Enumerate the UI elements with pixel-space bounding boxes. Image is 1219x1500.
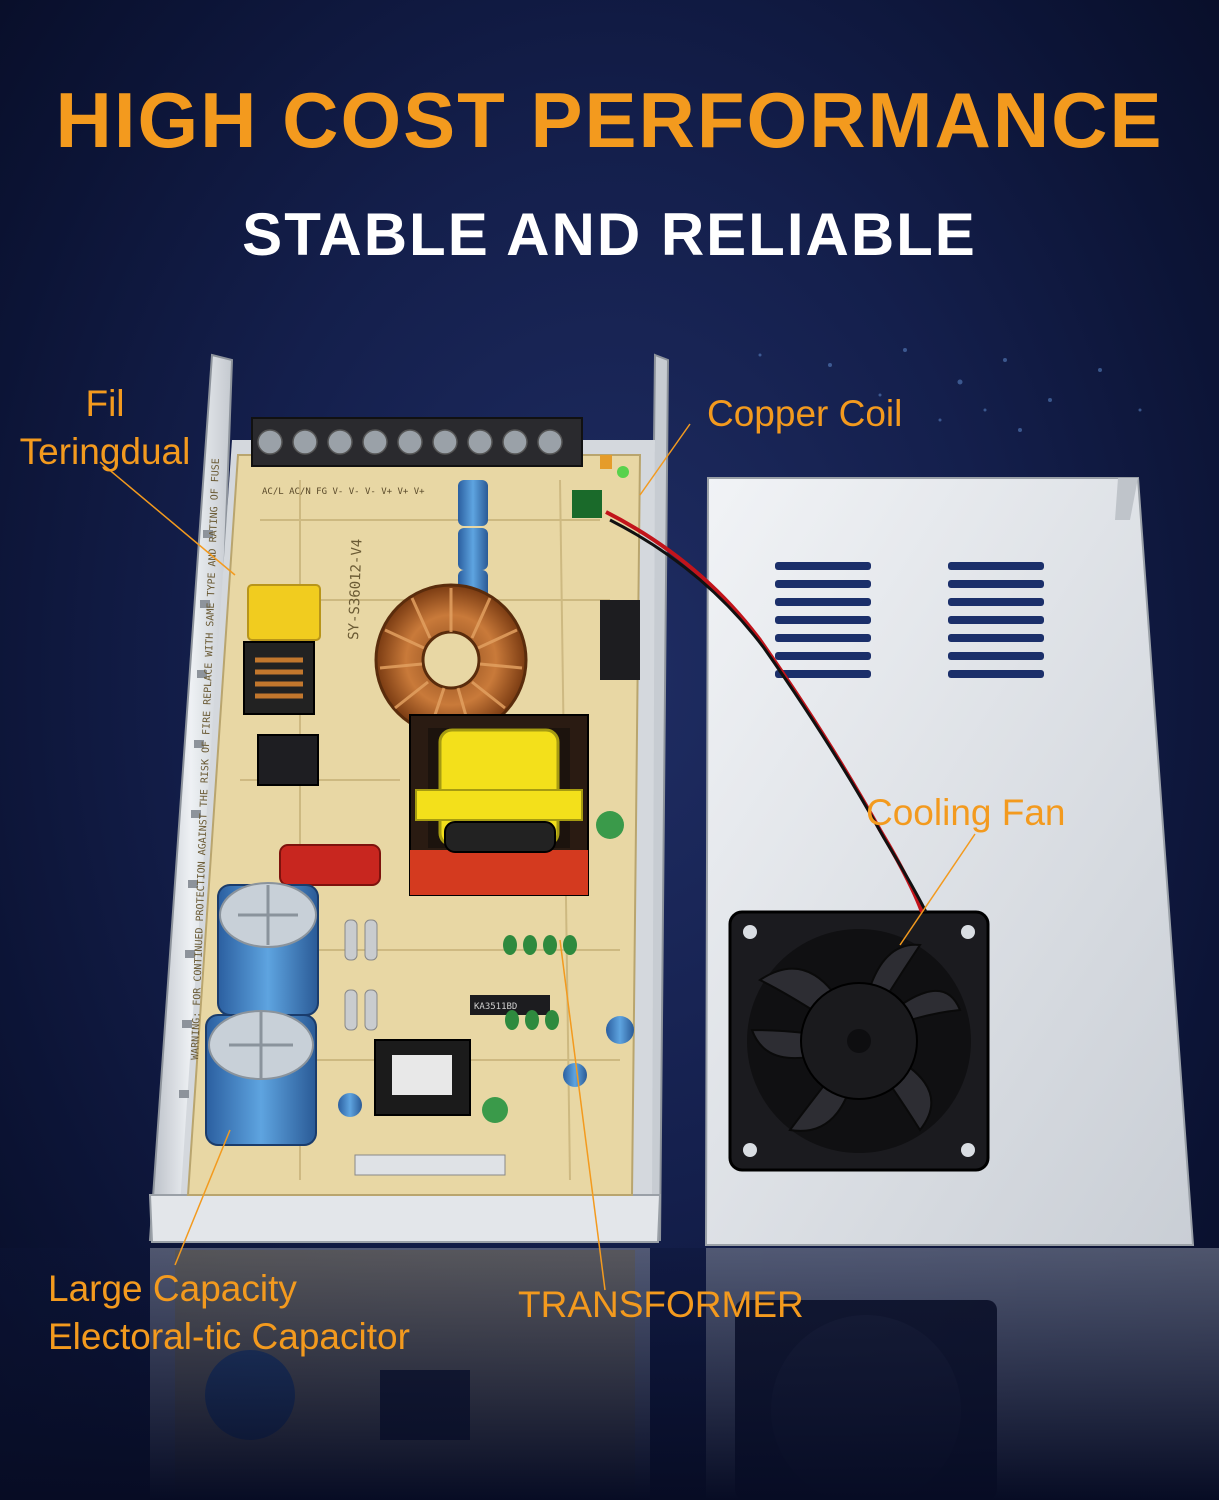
small-components: KA3511BD <box>338 455 640 1176</box>
filter-callout-line2: Teringdual <box>19 431 191 472</box>
capacitor-callout-line1: Large Capacity <box>48 1268 297 1309</box>
copper-coil-callout: Copper Coil <box>707 393 903 434</box>
vent-slots <box>775 562 1044 678</box>
capacitor-callout-line2: Electoral-tic Capacitor <box>48 1316 410 1357</box>
terminal-labels: AC/L AC/N FG V- V- V- V+ V+ V+ <box>262 487 425 497</box>
bridge-rectifier <box>257 734 319 786</box>
dual-filter-choke <box>243 641 315 715</box>
subheadline: STABLE AND RELIABLE <box>242 201 977 268</box>
chip-marking: KA3511BD <box>474 1002 517 1012</box>
cooling-fan-callout: Cooling Fan <box>866 792 1066 833</box>
transformer-callout: TRANSFORMER <box>518 1284 804 1325</box>
toroid-coil-icon <box>374 583 528 737</box>
callout-leaders <box>99 423 976 1291</box>
filter-callout-line1: Fil <box>85 383 125 424</box>
sparkle-dots <box>758 348 1142 432</box>
terminal-block: AC/L AC/N FG V- V- V- V+ V+ V+ <box>251 417 583 497</box>
transformer-icon <box>409 714 589 896</box>
x2-capacitor <box>279 844 381 886</box>
pcb-board: AC/L AC/N FG V- V- V- V+ V+ V+ SY-S36012… <box>186 417 642 1196</box>
cooling-fan-icon <box>728 910 990 1172</box>
capacitor-icon <box>205 882 319 1146</box>
capacitor-callout: Large Capacity Electoral-tic Capacitor <box>48 1265 410 1361</box>
filter-callout: Fil Teringdual <box>0 380 210 476</box>
headline: HIGH COST PERFORMANCE <box>55 76 1164 164</box>
board-model-marking: SY-S36012-V4 <box>346 538 366 640</box>
filter-capacitor <box>247 584 321 641</box>
